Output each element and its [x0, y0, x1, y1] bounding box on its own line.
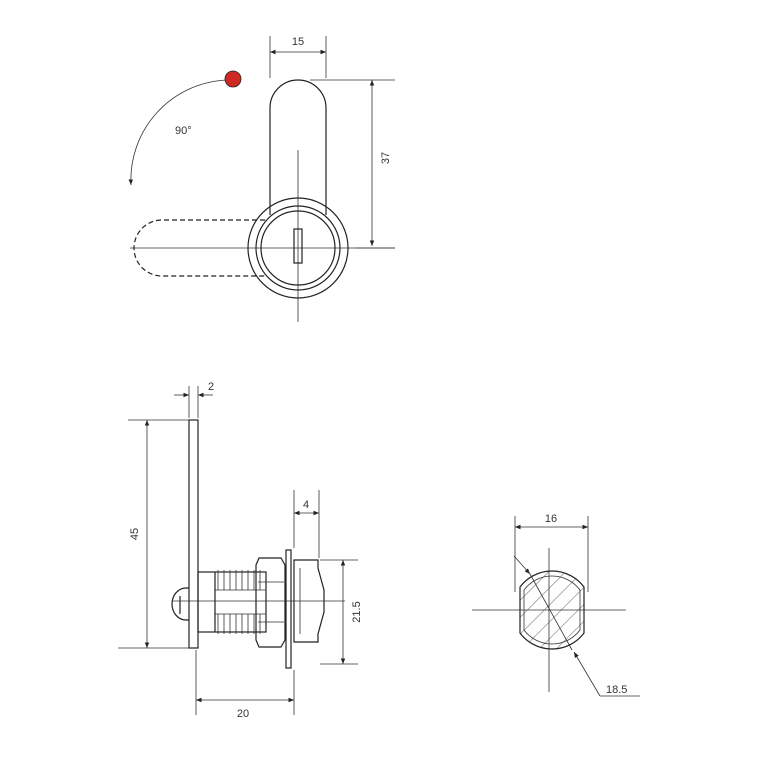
cam-bolt-head: [171, 587, 189, 621]
lock-face-ring: [255, 205, 341, 291]
lock-face-inner: [260, 210, 336, 286]
rotation-label: 90°: [175, 125, 192, 137]
section-outline: [519, 570, 585, 650]
thread-top: [215, 570, 266, 591]
side-view: 2 45 4 21.5 20: [118, 381, 363, 720]
dim-section-diameter: 18.5: [606, 684, 627, 696]
threaded-body: [197, 571, 267, 633]
section-view: 16 18.5: [472, 513, 640, 697]
top-view: 15 37 90°: [128, 36, 395, 322]
key-slot: [293, 228, 303, 264]
dim-body-length: 20: [237, 708, 249, 720]
lock-face-outer: [247, 197, 349, 299]
rotation-marker-dot: [224, 70, 242, 88]
cam-vertical: [269, 79, 327, 215]
dim-face-diameter: 21.5: [351, 601, 363, 622]
dim-top-width: 15: [292, 36, 304, 48]
dim-cam-height: 45: [129, 528, 141, 540]
washer: [285, 549, 292, 669]
cam-plate: [188, 419, 199, 649]
thread-bottom: [215, 613, 266, 634]
hex-nut: [255, 557, 286, 648]
dim-flat-width: 16: [545, 513, 557, 525]
dim-plate-thickness: 2: [208, 381, 214, 393]
face-bezel: [293, 559, 325, 643]
dim-face-depth: 4: [303, 499, 309, 511]
cam-rotated-dashed: [133, 219, 265, 277]
rotation-arc: [128, 79, 229, 186]
dim-top-height: 37: [380, 152, 392, 164]
section-inner-outline: [523, 575, 581, 645]
